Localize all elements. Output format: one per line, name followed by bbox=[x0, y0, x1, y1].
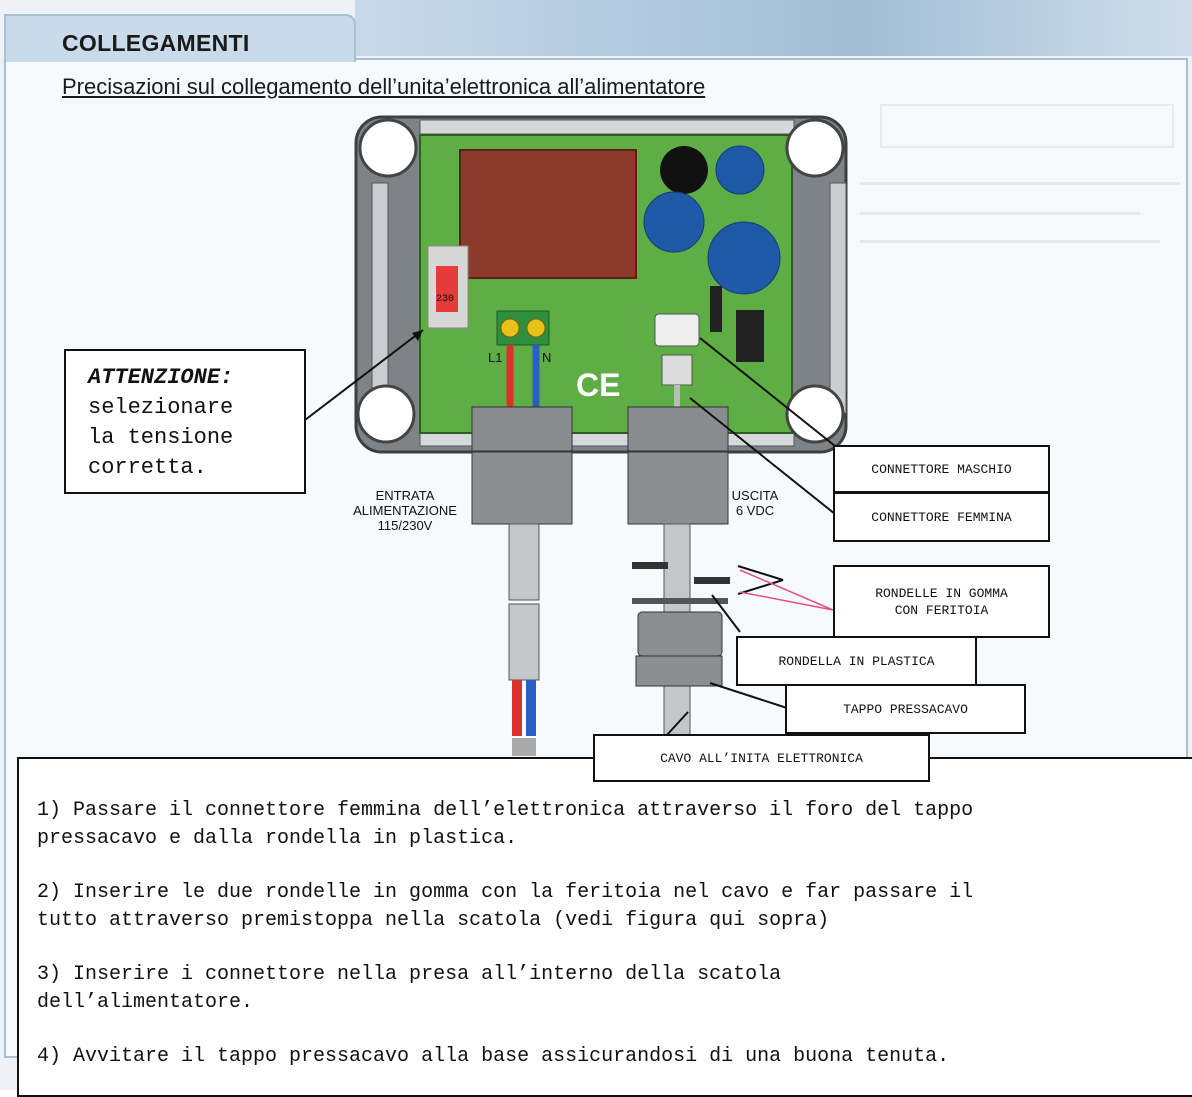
output-label: USCITA 6 VDC bbox=[731, 488, 779, 518]
leader-line bbox=[699, 337, 836, 447]
bleed-through-line bbox=[860, 212, 1140, 215]
terminal-label-l1: L1 bbox=[488, 350, 503, 365]
diode bbox=[710, 286, 722, 332]
leader-line bbox=[709, 682, 788, 709]
leader-line bbox=[665, 711, 689, 737]
arrow-head bbox=[412, 330, 423, 341]
input-wire-ends bbox=[512, 738, 536, 756]
male-connector-callout: CONNETTORE MASCHIO bbox=[833, 445, 1050, 493]
terminal-label-n: N bbox=[542, 350, 552, 365]
leader-line bbox=[304, 329, 424, 421]
terminal-screw bbox=[526, 318, 546, 338]
input-gland bbox=[471, 406, 573, 452]
output-gland-nut bbox=[627, 451, 729, 525]
instruction-step-4: 4) Avvitare il tappo pressacavo alla bas… bbox=[37, 1045, 950, 1068]
selector-label: 230 bbox=[436, 294, 455, 305]
leader-line bbox=[711, 594, 741, 633]
rubber-washers-callout: RONDELLE IN GOMMA CON FERITOIA bbox=[833, 565, 1050, 638]
instructions-box: 1) Passare il connettore femmina dell’el… bbox=[17, 757, 1192, 1097]
voltage-switch bbox=[436, 266, 458, 312]
gland-cap bbox=[635, 655, 723, 687]
output-gland bbox=[627, 406, 729, 452]
enclosure-rail-right bbox=[829, 182, 847, 414]
section-title: COLLEGAMENTI bbox=[62, 30, 250, 56]
ce-mark: CE bbox=[576, 367, 621, 403]
screw-hole bbox=[785, 118, 845, 178]
enclosure-rail-left bbox=[371, 182, 389, 414]
regulator bbox=[736, 310, 764, 362]
instruction-step-3: 3) Inserire i connettore nella presa all… bbox=[37, 963, 782, 1014]
plastic-washer bbox=[632, 598, 728, 604]
cable-callout: CAVO ALL’INITA ELETTRONICA bbox=[593, 734, 930, 782]
leader-line bbox=[689, 397, 836, 515]
capacitor-blue-small bbox=[715, 145, 765, 195]
input-cable bbox=[508, 603, 540, 681]
input-wire-blue bbox=[526, 680, 536, 736]
input-label: ENTRATA ALIMENTAZIONE 115/230V bbox=[353, 488, 457, 533]
plastic-washer-callout: RONDELLA IN PLASTICA bbox=[736, 636, 977, 686]
header-banner bbox=[355, 0, 1192, 56]
gland-cap-callout: TAPPO PRESSACAVO bbox=[785, 684, 1026, 734]
capacitor-blue-large bbox=[707, 221, 781, 295]
transformer bbox=[459, 149, 637, 279]
page-subtitle: Precisazioni sul collegamento dell’unita… bbox=[62, 74, 706, 99]
bleed-through-line bbox=[860, 240, 1160, 243]
pink-leader bbox=[739, 591, 834, 611]
bleed-through-line bbox=[860, 182, 1180, 185]
section-tab bbox=[4, 14, 356, 62]
rubber-washer bbox=[694, 577, 730, 584]
capacitor-blue bbox=[643, 191, 705, 253]
gland-cap-thread bbox=[637, 611, 723, 657]
instruction-step-1: 1) Passare il connettore femmina dell’el… bbox=[37, 799, 974, 850]
pink-leader bbox=[739, 569, 834, 611]
enclosure-rail-top bbox=[419, 119, 795, 135]
screw-hole bbox=[358, 118, 418, 178]
male-connector bbox=[654, 313, 700, 347]
instruction-step-2: 2) Inserire le due rondelle in gomma con… bbox=[37, 881, 974, 932]
terminal-screw bbox=[500, 318, 520, 338]
leader-line bbox=[737, 579, 784, 595]
capacitor-black bbox=[660, 146, 708, 194]
female-connector bbox=[661, 354, 693, 386]
bleed-through-box bbox=[880, 104, 1174, 148]
screw-hole bbox=[356, 384, 416, 444]
rubber-washer bbox=[632, 562, 668, 569]
screw-hole bbox=[785, 384, 845, 444]
leader-line bbox=[737, 565, 784, 581]
input-cable bbox=[508, 523, 540, 601]
input-gland-nut bbox=[471, 451, 573, 525]
input-wire-red bbox=[512, 680, 522, 736]
voltage-warning: ATTENZIONE: selezionare la tensione corr… bbox=[64, 349, 306, 494]
voltage-selector bbox=[427, 245, 469, 329]
female-connector-callout: CONNETTORE FEMMINA bbox=[833, 492, 1050, 542]
